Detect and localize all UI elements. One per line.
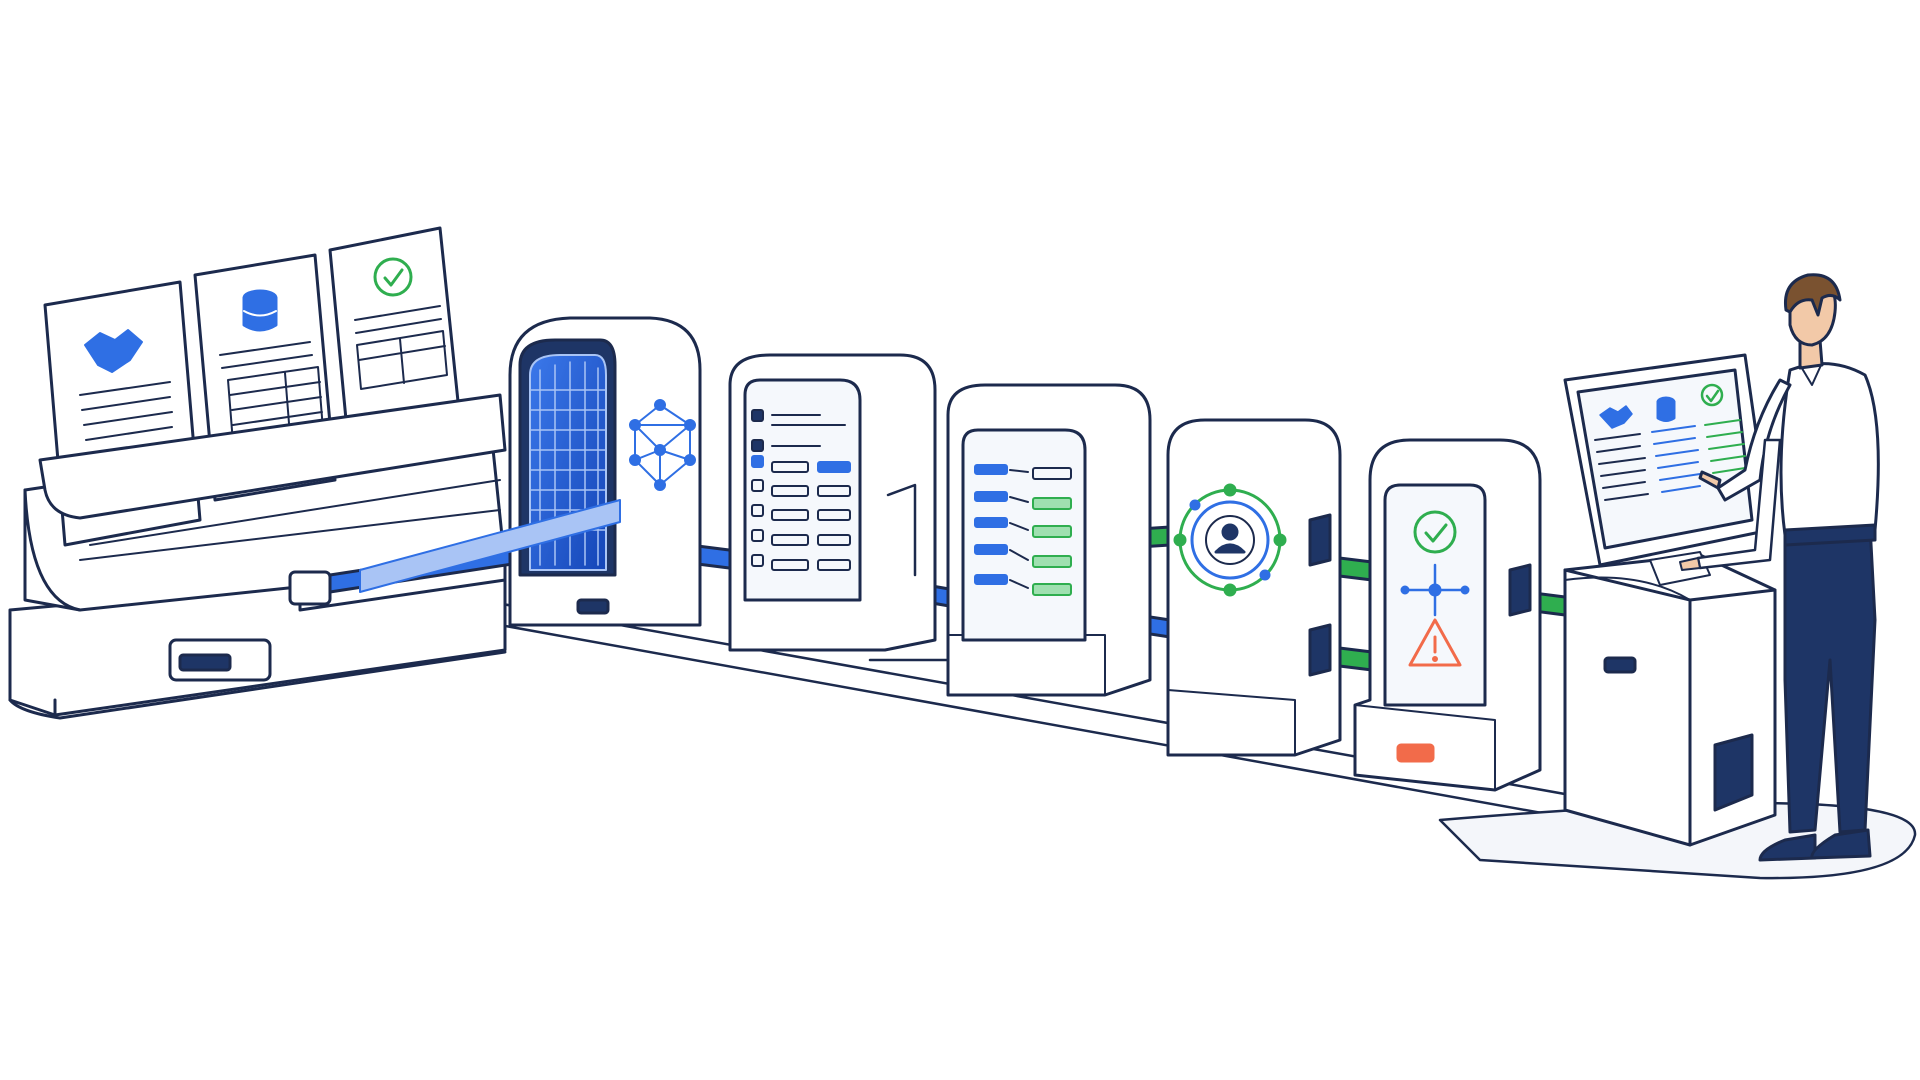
alert-indicator [1396,743,1435,763]
operator-hair [1783,273,1842,317]
neural-network-icon [629,399,696,491]
form-fields-icon [751,409,851,571]
screen-handshake-icon [1599,405,1633,429]
operator-person [1679,273,1880,862]
scan-beam [359,499,621,593]
station-extraction [728,353,962,662]
field-mapping-icon [974,464,1072,596]
check-warning-icon [1400,510,1470,667]
tray-front-lip [38,393,507,520]
database-icon [242,289,278,332]
handshake-icon [84,329,143,373]
station-review [1353,438,1542,792]
screen-database-icon [1656,396,1676,422]
check-circle-icon [373,257,413,297]
station-identity [1166,418,1342,757]
screen-check-icon [1700,383,1724,407]
scanner-indicator [576,598,610,615]
operator-console [1563,353,1777,847]
station-scanner [359,316,702,627]
user-target-icon [1173,483,1287,597]
tray-indicator [178,653,232,672]
station-validation [946,383,1152,697]
